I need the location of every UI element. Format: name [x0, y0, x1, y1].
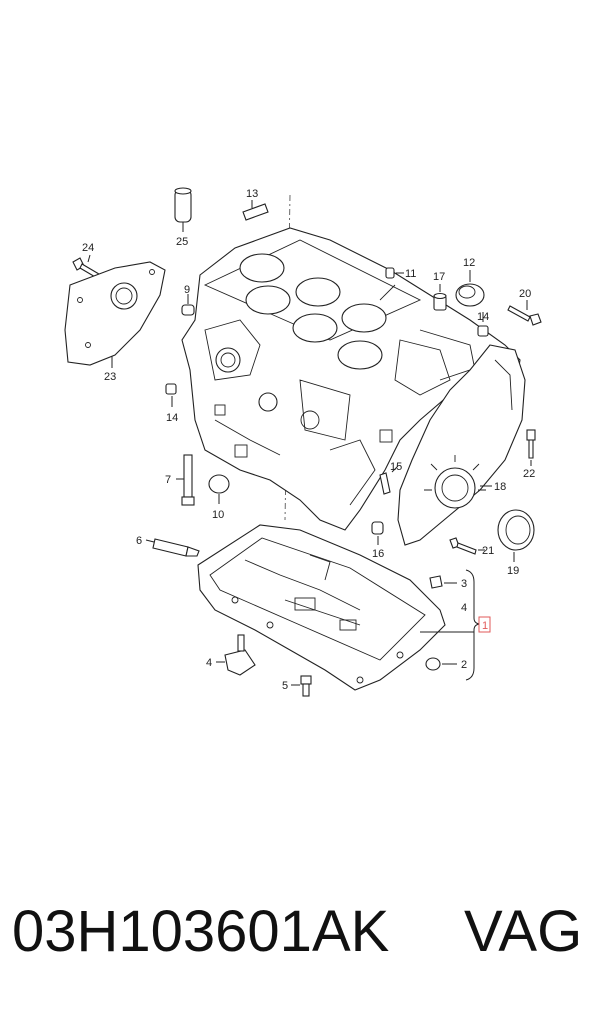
callout-4-left: 4	[206, 657, 212, 669]
callout-6: 6	[136, 535, 142, 547]
part-10-plug	[208, 474, 230, 504]
part-2-seal	[425, 657, 457, 671]
part-number: 03H103601AK	[12, 899, 390, 964]
part-14-pin-right	[477, 312, 489, 337]
callout-7: 7	[165, 474, 171, 486]
engine-block-exploded-diagram: 13 25 24 23 9 14 11 17 12 20 14 22 18 15…	[64, 187, 542, 697]
callout-14-left: 14	[166, 412, 178, 424]
caption: 03H103601AK VAG	[12, 898, 592, 978]
part-14-pin-left	[165, 383, 177, 407]
callout-3: 3	[461, 578, 467, 590]
part-9-plug	[181, 294, 195, 316]
callout-labels: 13 25 24 23 9 14 11 17 12 20 14 22 18 15…	[82, 188, 535, 692]
part-11-plug	[385, 267, 404, 279]
callout-21: 21	[482, 545, 494, 557]
part-3-bolt	[429, 575, 457, 589]
brand-label: VAG	[464, 899, 583, 964]
part-17-sleeve	[433, 284, 447, 311]
part-7-bolt	[176, 454, 195, 506]
callout-23: 23	[104, 371, 116, 383]
part-22-bolt	[526, 429, 536, 466]
part-21-bolt	[449, 537, 485, 555]
callout-13: 13	[246, 188, 258, 200]
oil-pan	[197, 524, 446, 691]
callout-12: 12	[463, 257, 475, 269]
callout-9: 9	[184, 284, 190, 296]
part-20-bolt	[507, 300, 542, 326]
callout-14-right: 14	[477, 311, 489, 323]
callout-18: 18	[494, 481, 506, 493]
callout-25: 25	[176, 236, 188, 248]
part-5-drain-bolt	[291, 675, 312, 697]
part-25-dowel-sleeve	[174, 187, 192, 232]
callout-2: 2	[461, 659, 467, 671]
callout-1: 1	[482, 620, 488, 632]
part-13-dowel-pin	[242, 200, 269, 221]
part-19-seal-ring	[497, 509, 535, 562]
part-6-sealant-tube	[145, 538, 200, 557]
part-15-pin	[379, 465, 399, 495]
part-23-rear-seal-flange	[64, 261, 166, 368]
callout-4-right: 4	[461, 602, 467, 614]
callout-11: 11	[405, 268, 416, 280]
callout-16: 16	[372, 548, 384, 560]
callout-17: 17	[433, 271, 445, 283]
callout-10: 10	[212, 509, 224, 521]
callout-19: 19	[507, 565, 519, 577]
part-4-oil-level-sensor	[216, 634, 256, 676]
part-16-bush	[371, 521, 384, 545]
callout-1-box	[478, 616, 491, 633]
callout-24: 24	[82, 242, 94, 254]
part-12-cap	[455, 270, 485, 307]
callout-5: 5	[282, 680, 288, 692]
callout-22: 22	[523, 468, 535, 480]
callout-20: 20	[519, 288, 531, 300]
part-18-timing-cover	[397, 344, 526, 546]
callout-15: 15	[390, 461, 402, 473]
